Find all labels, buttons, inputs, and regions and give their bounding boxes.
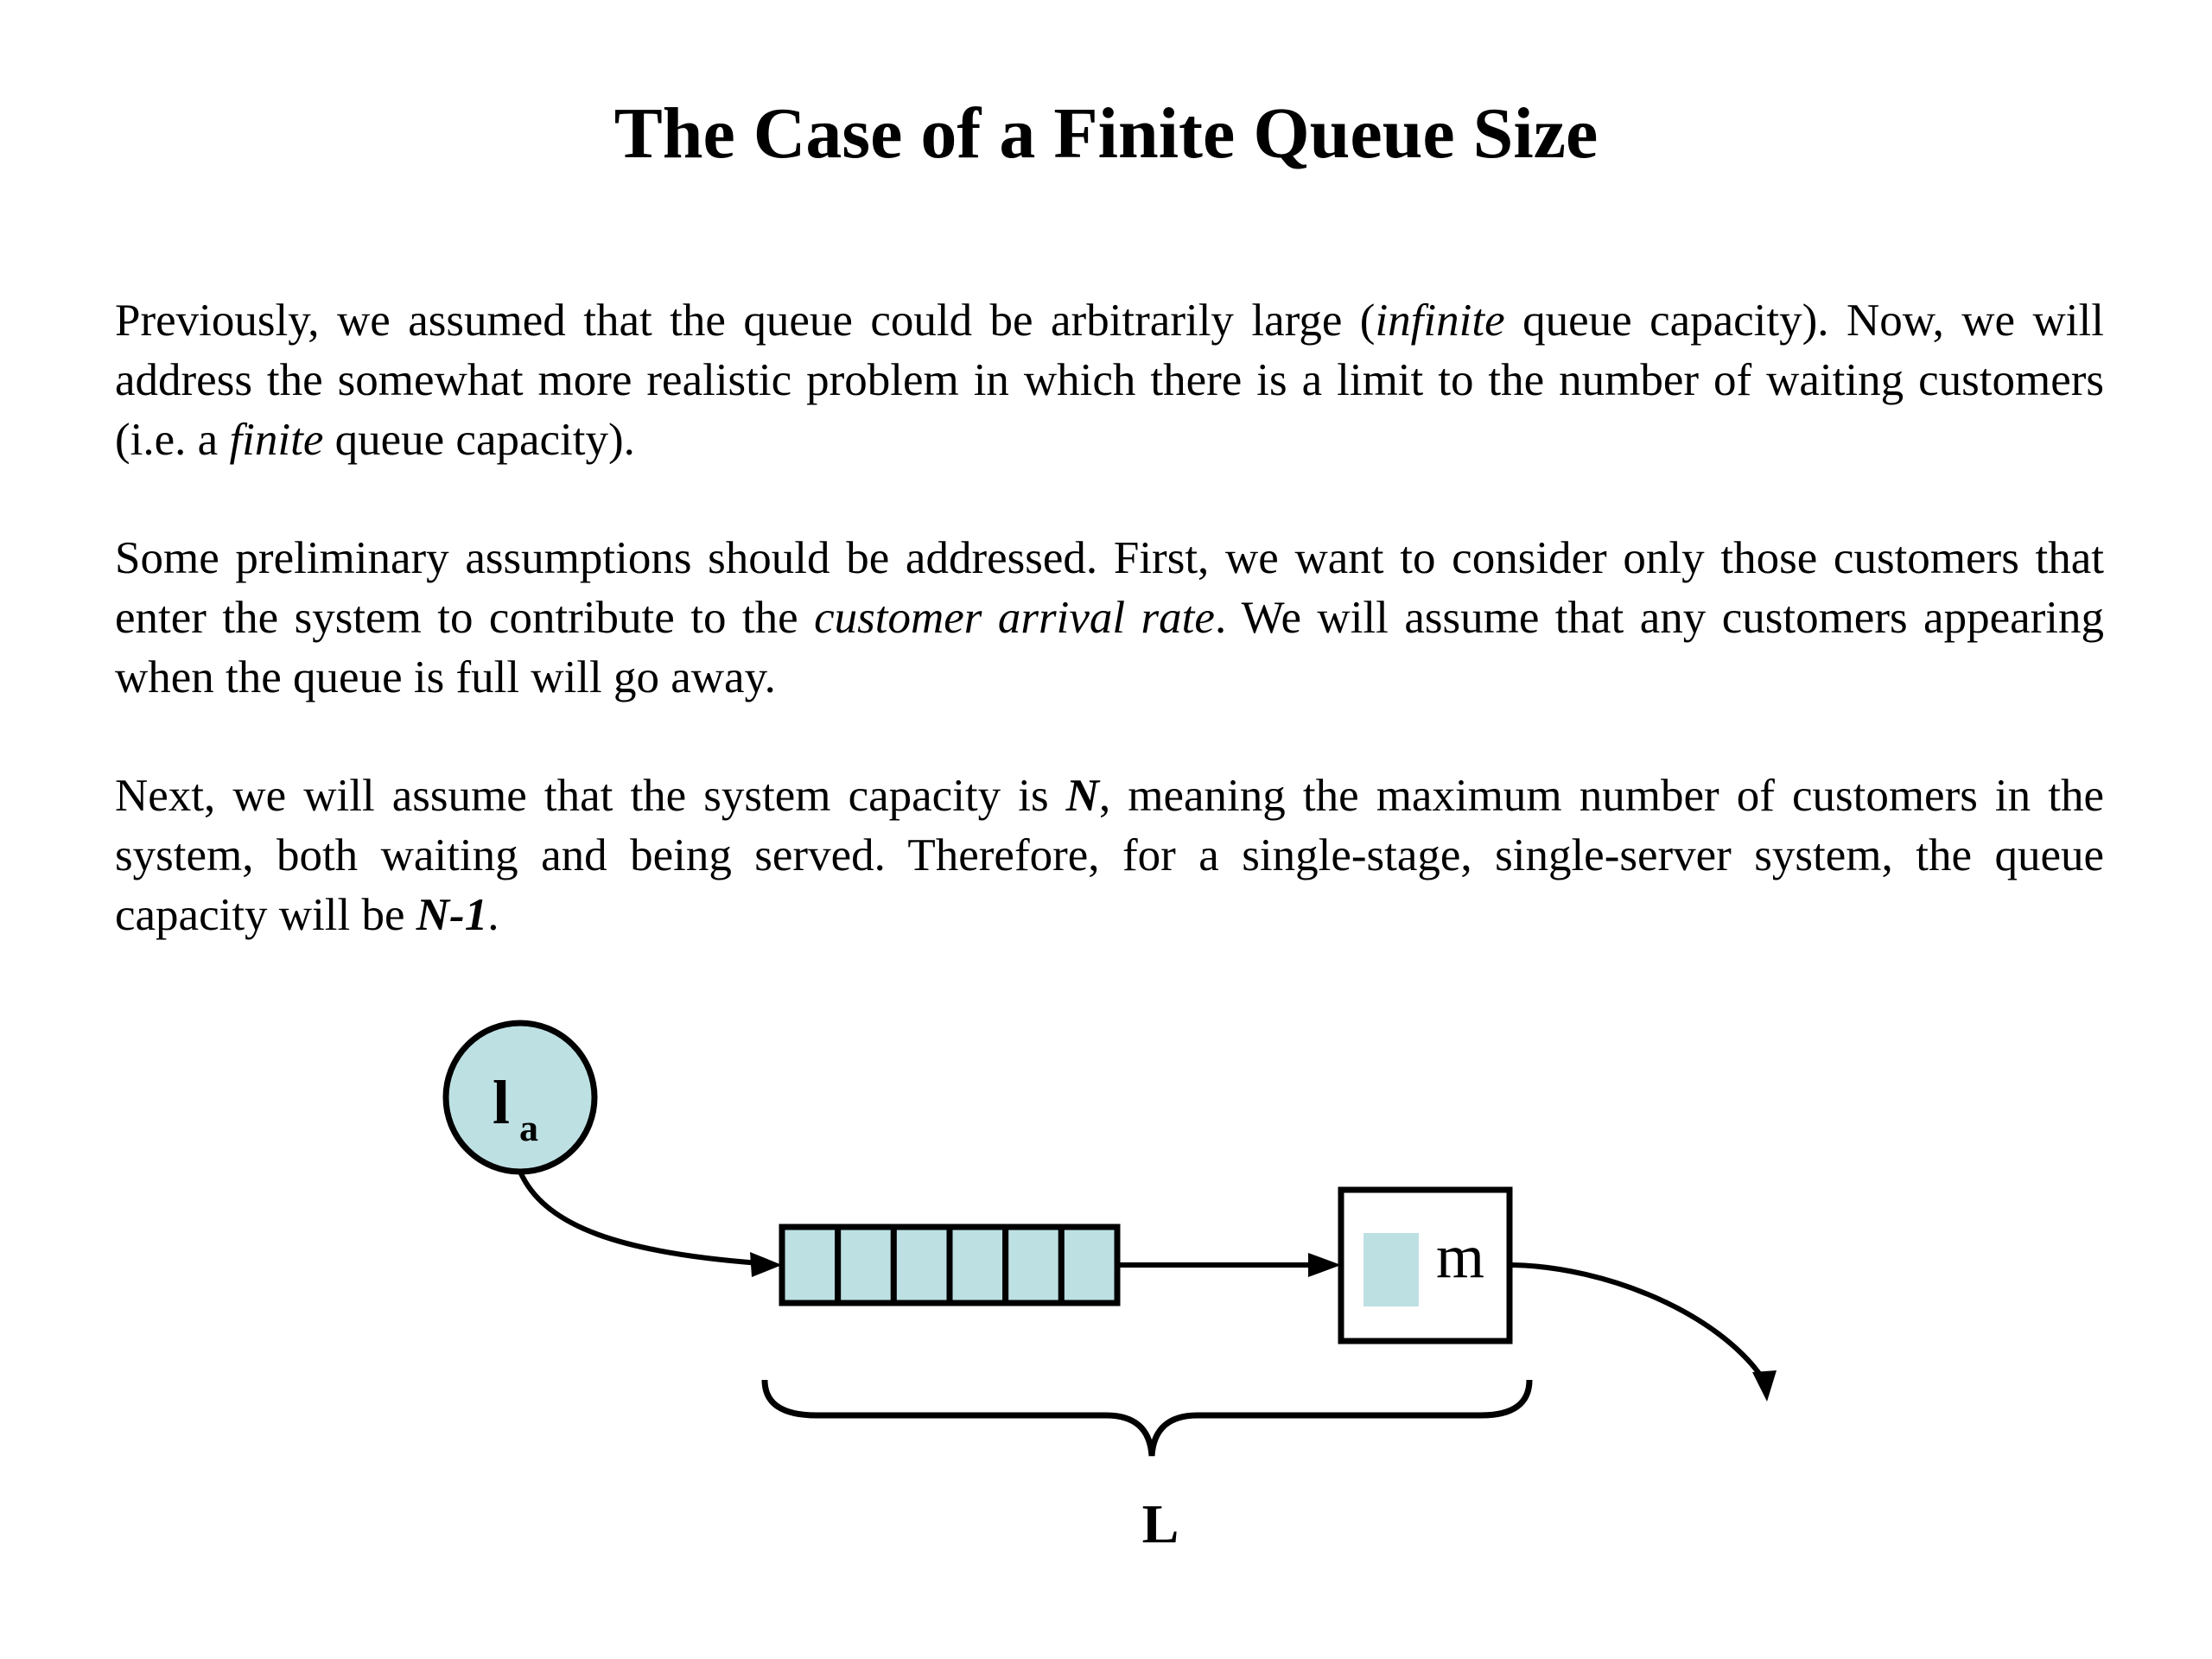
queue-slot — [779, 1224, 842, 1306]
queue-slot — [1002, 1224, 1065, 1306]
service-rate-label: m — [1436, 1222, 1484, 1291]
queue-slot — [890, 1224, 953, 1306]
customer-in-service — [1363, 1233, 1419, 1306]
system-length-label: L — [1142, 1493, 1179, 1554]
arrival-rate-label: l — [493, 1068, 510, 1137]
queue-slot — [946, 1224, 1009, 1306]
paragraph-infinite-vs-finite: Previously, we assumed that the queue co… — [115, 291, 2104, 470]
emphasis-arrival-rate: customer arrival rate — [814, 593, 1215, 643]
system-brace — [761, 1379, 1533, 1457]
emphasis-finite: finite — [229, 415, 324, 465]
departure-arrowhead — [1752, 1370, 1777, 1402]
paragraph-text: Next, we will assume that the system cap… — [115, 771, 1066, 821]
page-title: The Case of a Finite Queue Size — [613, 93, 1599, 174]
queue-slot — [835, 1224, 897, 1306]
paragraph-text: Some preliminary assumptions should be a… — [115, 533, 2104, 643]
server: m — [1338, 1186, 1513, 1344]
paragraph-text: Previously, we assumed that the queue co… — [115, 296, 1376, 346]
paragraph-system-capacity: Next, we will assume that the system cap… — [115, 766, 2104, 945]
paragraph-text: queue capacity). — [323, 415, 635, 465]
symbol-n-minus-1: N-1 — [416, 890, 488, 940]
emphasis-infinite: infinite — [1375, 296, 1505, 346]
paragraph-text: queue capacity). Now, we will address th… — [115, 296, 2104, 465]
paragraph-text: , meaning the maximum number of customer… — [115, 771, 2104, 940]
symbol-n: N — [1065, 771, 1099, 821]
queue-buffer — [779, 1224, 1121, 1306]
arrival-source-circle — [442, 1020, 598, 1175]
arrival-arrow — [518, 1170, 761, 1266]
arrival-rate-subscript: a — [519, 1107, 538, 1149]
paragraph-text: . We will assume that any customers appe… — [115, 593, 2105, 702]
paragraph-assumptions: Some preliminary assumptions should be a… — [115, 529, 2104, 708]
paragraph-text: . — [487, 890, 499, 940]
arrival-arrowhead — [750, 1252, 782, 1277]
queue-slot — [1058, 1224, 1121, 1306]
departure-arrow — [1511, 1262, 1767, 1382]
arrival-rate-symbol: l — [493, 1068, 510, 1137]
queue-to-server-arrowhead — [1308, 1253, 1341, 1277]
arrival-source: l a — [442, 1020, 598, 1175]
